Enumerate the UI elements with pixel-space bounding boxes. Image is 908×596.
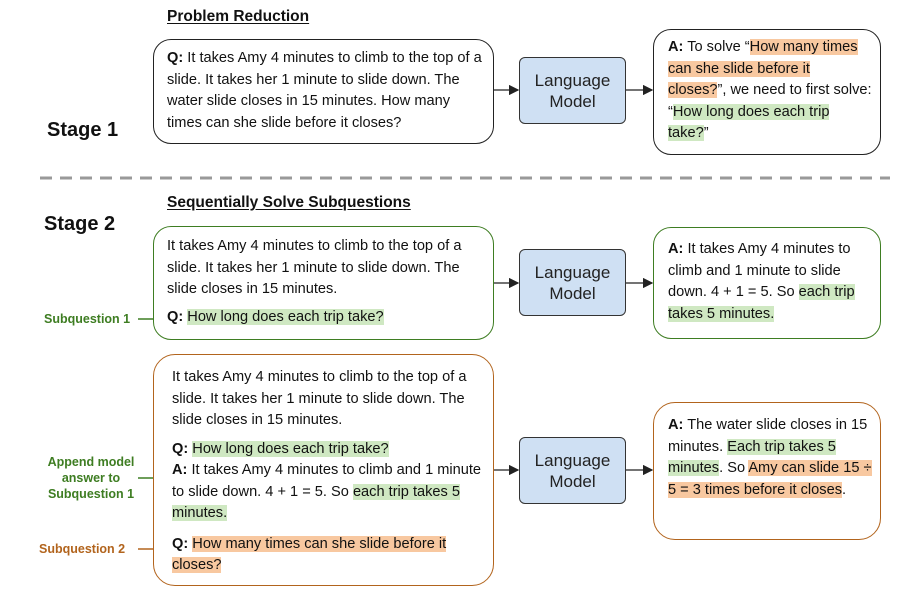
a-prefix: A: bbox=[172, 462, 188, 478]
answer-text: . So bbox=[719, 460, 746, 476]
answer-text: It takes Amy 4 minutes to climb and 1 mi… bbox=[668, 241, 851, 300]
a-prefix: A: bbox=[668, 39, 684, 55]
stage1-question-box: Q: It takes Amy 4 minutes to climb to th… bbox=[153, 39, 494, 144]
stage2-label: Stage 2 bbox=[44, 213, 116, 235]
stage1-label: Stage 1 bbox=[47, 119, 119, 141]
answer-text: . bbox=[842, 481, 847, 498]
answer-text: To solve “ bbox=[687, 39, 750, 55]
answer-text: ” bbox=[703, 125, 709, 141]
q-prefix: Q: bbox=[167, 50, 184, 66]
language-model-box-sub2: Language Model bbox=[519, 437, 626, 504]
append-answer-label: Append model answer to Subquestion 1 bbox=[47, 455, 135, 501]
language-model-box-stage1: Language Model bbox=[519, 57, 626, 124]
context-text: It takes Amy 4 minutes to climb to the t… bbox=[167, 238, 462, 297]
highlight-subquestion2: How many times can she slide before it c… bbox=[172, 535, 447, 573]
language-model-box-sub1: Language Model bbox=[519, 249, 626, 316]
stage1-question-text: It takes Amy 4 minutes to climb to the t… bbox=[167, 50, 482, 131]
stage2-heading: Sequentially Solve Subquestions bbox=[167, 194, 411, 211]
subquestion2-answer-box: A: The water slide closes in 15 minutes.… bbox=[653, 402, 881, 540]
highlight-subquestion1: How long does each trip take? bbox=[187, 308, 384, 325]
a-prefix: A: bbox=[668, 417, 684, 433]
context-text: It takes Amy 4 minutes to climb to the t… bbox=[172, 369, 467, 428]
answer-text: The water slide closes in 15 minutes. bbox=[668, 417, 868, 455]
q-prefix: Q: bbox=[172, 440, 189, 457]
subquestion2-box: It takes Amy 4 minutes to climb to the t… bbox=[153, 354, 494, 586]
subquestion2-label: Subquestion 2 bbox=[39, 542, 126, 556]
q-prefix: Q: bbox=[172, 535, 189, 552]
answer-text: It takes Amy 4 minutes to climb and 1 mi… bbox=[172, 462, 482, 500]
a-prefix: A: bbox=[668, 241, 684, 257]
q-prefix: Q: bbox=[167, 308, 184, 325]
subquestion1-answer-box: A: It takes Amy 4 minutes to climb and 1… bbox=[653, 227, 881, 339]
subquestion1-label: Subquestion 1 bbox=[44, 312, 131, 326]
highlight-subquestion1: How long does each trip take? bbox=[192, 440, 389, 457]
subquestion1-box: It takes Amy 4 minutes to climb to the t… bbox=[153, 226, 494, 340]
highlight-subquestion: How long does each trip take? bbox=[668, 103, 830, 141]
stage1-answer-box: A: To solve “How many times can she slid… bbox=[653, 29, 881, 155]
stage1-heading: Problem Reduction bbox=[167, 8, 310, 25]
answer-text: ”, we need to first solve: “ bbox=[668, 82, 872, 120]
